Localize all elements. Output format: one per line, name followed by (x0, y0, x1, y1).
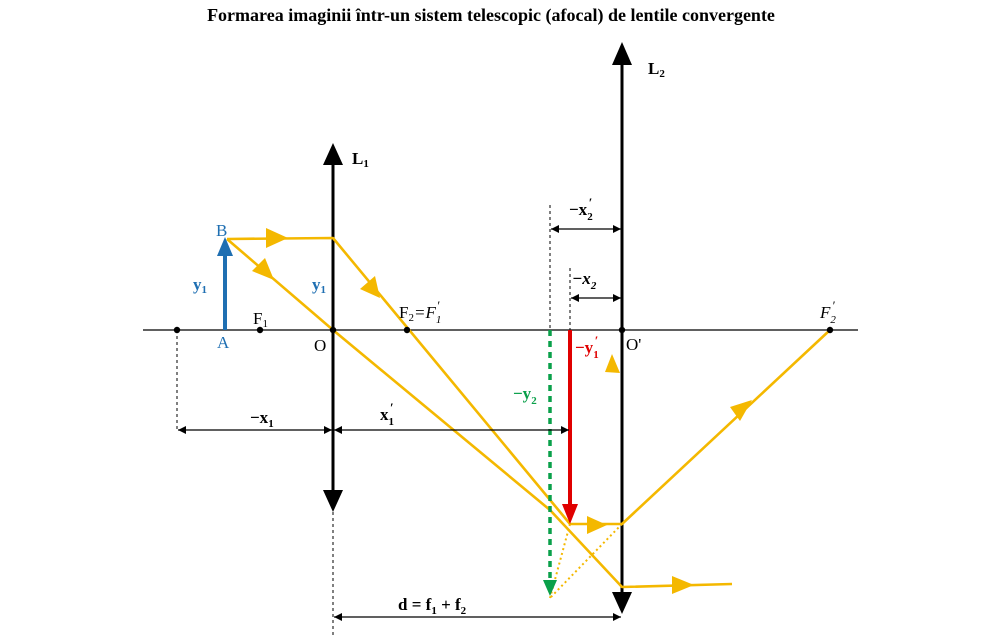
label-f2-equals-f1-prime: F2=F1′ (399, 298, 441, 326)
image1-arrow (562, 330, 578, 524)
label-neg-x2-prime: −x2′ (569, 195, 593, 223)
label-neg-x2: −x2 (572, 269, 597, 292)
diagram-title: Formarea imaginii într-un sistem telesco… (207, 5, 775, 26)
label-l2: L2 (648, 59, 665, 80)
label-y1-object: y1 (193, 275, 207, 296)
label-d: d = f1 + f2 (398, 595, 467, 617)
label-o: O (314, 336, 326, 355)
label-neg-y1-prime: −y1′ (575, 333, 599, 361)
dimension-lines (178, 225, 621, 621)
label-f1: F1 (253, 309, 268, 330)
label-o-prime: O' (626, 335, 641, 354)
label-f2-prime: F2′ (819, 298, 836, 326)
axis-points (173, 326, 834, 334)
label-neg-x1: −x1 (250, 408, 274, 430)
ray-direction-arrows (252, 228, 752, 594)
label-b: B (216, 221, 227, 240)
object-arrow-ab (217, 237, 233, 330)
label-x1-prime: x1′ (380, 400, 394, 428)
virtual-ray-extensions (549, 523, 623, 599)
label-l1: L1 (352, 149, 369, 170)
label-a: A (217, 333, 230, 352)
label-y1-lens: y1 (312, 275, 326, 296)
label-neg-y2: −y2 (513, 384, 537, 407)
image2-arrow (543, 330, 557, 596)
lens-l1 (323, 143, 343, 635)
